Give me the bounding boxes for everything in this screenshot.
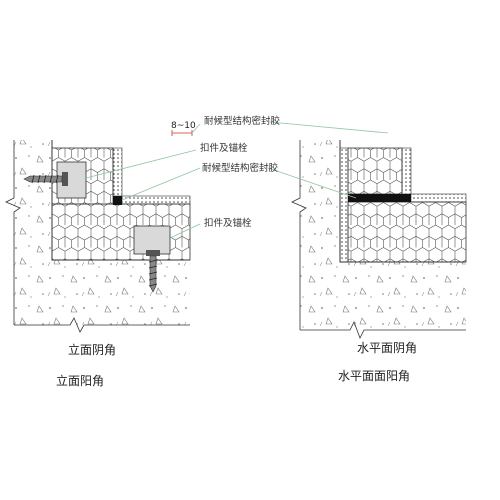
right-horizontal-panel	[347, 201, 467, 263]
left-anchor-screw-upper	[23, 172, 68, 186]
left-corner-detail	[5, 140, 191, 333]
annotation-leaders	[85, 121, 389, 239]
caption-right-line1: 水平面阴角	[357, 341, 417, 355]
caption-left-line1: 立面阴角	[68, 342, 116, 357]
left-anchor-screw-lower	[146, 250, 160, 293]
right-vertical-panel	[347, 147, 403, 195]
dimension-label: 8~10	[171, 121, 196, 131]
caption-left-line2: 立面阳角	[56, 373, 104, 388]
sealant-label-mid: 耐候型结构密封胶	[202, 162, 279, 174]
left-sealant-joint	[113, 196, 122, 205]
sealant-label-top: 耐候型结构密封胶	[204, 115, 281, 127]
right-corner-detail	[291, 140, 467, 339]
fastener-label-top: 扣件及锚栓	[200, 142, 248, 154]
right-concrete-substrate	[300, 140, 466, 330]
caption-right-line2: 水平面面阳角	[338, 369, 410, 383]
right-sealant-joint	[348, 194, 411, 202]
left-concrete-substrate	[14, 140, 190, 325]
fastener-label-bottom: 扣件及锚栓	[204, 217, 252, 229]
left-fastener-clip-lower	[133, 225, 171, 255]
